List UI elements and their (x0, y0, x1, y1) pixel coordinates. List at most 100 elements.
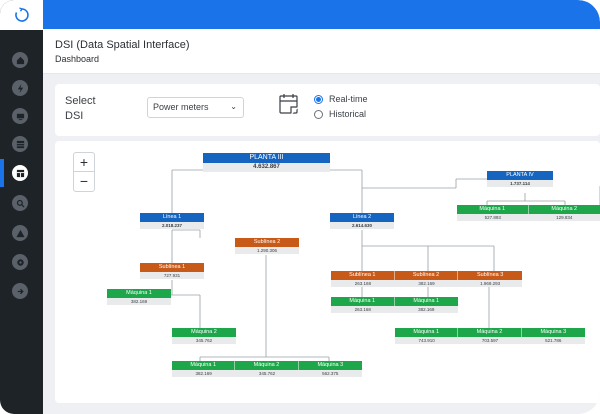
node-title: Máquina 1 (457, 205, 529, 214)
page-subtitle: Dashboard (55, 54, 100, 64)
node-l1s1-maquina-1[interactable]: Máquina 1 382.169 (107, 289, 171, 305)
settings-icon (16, 258, 24, 266)
node-title: Máquina 1 (107, 289, 171, 298)
machine-cell[interactable]: Máquina 3 562.375 (298, 361, 362, 377)
sidebar (0, 0, 43, 414)
sidebar-item-settings[interactable] (12, 254, 28, 270)
page-header: DSI (Data Spatial Interface) Dashboard (43, 29, 600, 74)
dashboard-icon (16, 169, 24, 177)
node-title: Sublínea 3 (458, 271, 523, 280)
top-bar (43, 0, 600, 29)
node-value: 2.018.237 (140, 222, 204, 229)
node-value: 263.168 (331, 280, 395, 287)
zoom-control: + − (73, 152, 95, 192)
machine-cell[interactable]: Máquina 1 263.168 (331, 297, 395, 313)
node-group-planta-iv-machines: Máquina 1 527.893 Máquina 2 129.834 (457, 205, 600, 221)
node-group-l2-sublinea1-machines: Máquina 1 263.168 Máquina 1 382.169 (331, 297, 458, 313)
node-group-l2-sublinea3-machines: Máquina 1 743.910 Máquina 2 703.597 Máqu… (395, 328, 585, 344)
sublinea-cell[interactable]: Sublínea 3 1.969.293 (458, 271, 523, 287)
node-title: Máquina 3 (298, 361, 362, 370)
node-title: Sublínea 2 (394, 271, 459, 280)
node-title: Máquina 1 (172, 361, 236, 370)
node-value: 521.786 (521, 337, 585, 344)
sidebar-item-alerts[interactable] (12, 225, 28, 241)
node-value: 1.737.114 (487, 180, 553, 187)
machine-cell[interactable]: Máquina 2 129.834 (528, 205, 600, 221)
node-l1s1-maquina-2[interactable]: Máquina 2 345.762 (172, 328, 236, 344)
radio-realtime-indicator[interactable] (314, 94, 323, 104)
filter-card: Select DSI Power meters ⌄ Real-time Hist… (55, 84, 600, 136)
logout-icon (17, 288, 24, 294)
node-title: Sublínea 1 (140, 263, 204, 272)
node-linea1-sublinea-2[interactable]: Sublínea 2 1.290.306 (235, 238, 299, 254)
sidebar-item-monitor[interactable] (12, 108, 28, 124)
sublinea-cell[interactable]: Sublínea 1 263.168 (331, 271, 395, 287)
node-value: 382.169 (107, 298, 171, 305)
sidebar-item-dashboard[interactable] (12, 165, 28, 181)
node-planta-iii[interactable]: PLANTA III 4.632.867 (203, 153, 330, 172)
node-planta-iv[interactable]: PLANTA IV 1.737.114 (487, 171, 553, 187)
node-value: 703.597 (458, 337, 522, 344)
logo[interactable] (0, 0, 43, 30)
radio-historical-label: Historical (329, 109, 367, 119)
node-title: Línea 1 (140, 213, 204, 222)
dsi-type-select[interactable]: Power meters ⌄ (147, 97, 244, 118)
node-title: Línea 2 (330, 213, 394, 222)
node-title: Máquina 2 (458, 328, 522, 337)
node-title: Máquina 1 (395, 328, 459, 337)
page-title: DSI (Data Spatial Interface) (55, 39, 190, 51)
machine-cell[interactable]: Máquina 1 527.893 (457, 205, 529, 221)
machine-cell[interactable]: Máquina 1 382.169 (172, 361, 236, 377)
node-value: 562.375 (298, 370, 362, 377)
radio-realtime-label: Real-time (329, 94, 368, 104)
node-title: Máquina 2 (528, 205, 600, 214)
node-title: Máquina 2 (172, 328, 236, 337)
radio-historical[interactable]: Historical (314, 109, 366, 119)
sidebar-item-logout[interactable] (12, 283, 28, 299)
radio-historical-indicator[interactable] (314, 109, 323, 119)
node-title: Máquina 1 (331, 297, 395, 306)
warning-icon (15, 229, 25, 237)
machine-cell[interactable]: Máquina 1 382.169 (394, 297, 458, 313)
node-title: PLANTA IV (487, 171, 553, 180)
node-group-linea2-sublineas: Sublínea 1 263.168 Sublínea 2 382.169 Su… (331, 271, 523, 287)
node-linea1-sublinea-1[interactable]: Sublínea 1 727.931 (140, 263, 204, 279)
node-title: Sublínea 1 (331, 271, 395, 280)
node-value: 345.762 (172, 337, 236, 344)
node-value: 382.169 (394, 280, 459, 287)
node-value: 263.168 (331, 306, 395, 313)
sublinea-cell[interactable]: Sublínea 2 382.169 (394, 271, 459, 287)
machine-cell[interactable]: Máquina 3 521.786 (521, 328, 585, 344)
monitor-icon (16, 113, 24, 120)
node-value: 2.614.630 (330, 222, 394, 229)
radio-realtime[interactable]: Real-time (314, 94, 368, 104)
node-value: 1.290.306 (235, 247, 299, 254)
zoom-in-button[interactable]: + (74, 153, 94, 172)
dsi-type-select-value: Power meters (153, 102, 209, 112)
sidebar-item-power[interactable] (12, 80, 28, 96)
calendar-icon[interactable] (279, 93, 299, 115)
node-value: 1.969.293 (458, 280, 523, 287)
machine-cell[interactable]: Máquina 2 703.597 (458, 328, 522, 344)
machine-cell[interactable]: Máquina 2 345.762 (235, 361, 299, 377)
node-title: PLANTA III (203, 153, 330, 163)
node-value: 4.632.867 (203, 163, 330, 172)
machine-cell[interactable]: Máquina 1 743.910 (395, 328, 459, 344)
node-value: 345.762 (235, 370, 299, 377)
node-group-l1-sublinea2-machines: Máquina 1 382.169 Máquina 2 345.762 Máqu… (172, 361, 362, 377)
node-title: Sublínea 2 (235, 238, 299, 247)
node-value: 727.931 (140, 272, 204, 279)
node-linea-2[interactable]: Línea 2 2.614.630 (330, 213, 394, 229)
node-linea-1[interactable]: Línea 1 2.018.237 (140, 213, 204, 229)
chevron-down-icon: ⌄ (230, 102, 237, 111)
node-title: Máquina 2 (235, 361, 299, 370)
active-nav-marker (0, 159, 4, 187)
node-value: 382.169 (172, 370, 236, 377)
connector-lines (142, 169, 600, 363)
zoom-out-button[interactable]: − (79, 173, 89, 189)
sidebar-item-grid[interactable] (12, 136, 28, 152)
sidebar-item-home[interactable] (12, 52, 28, 68)
refresh-logo-icon (14, 7, 29, 22)
sidebar-item-search[interactable] (12, 195, 28, 211)
